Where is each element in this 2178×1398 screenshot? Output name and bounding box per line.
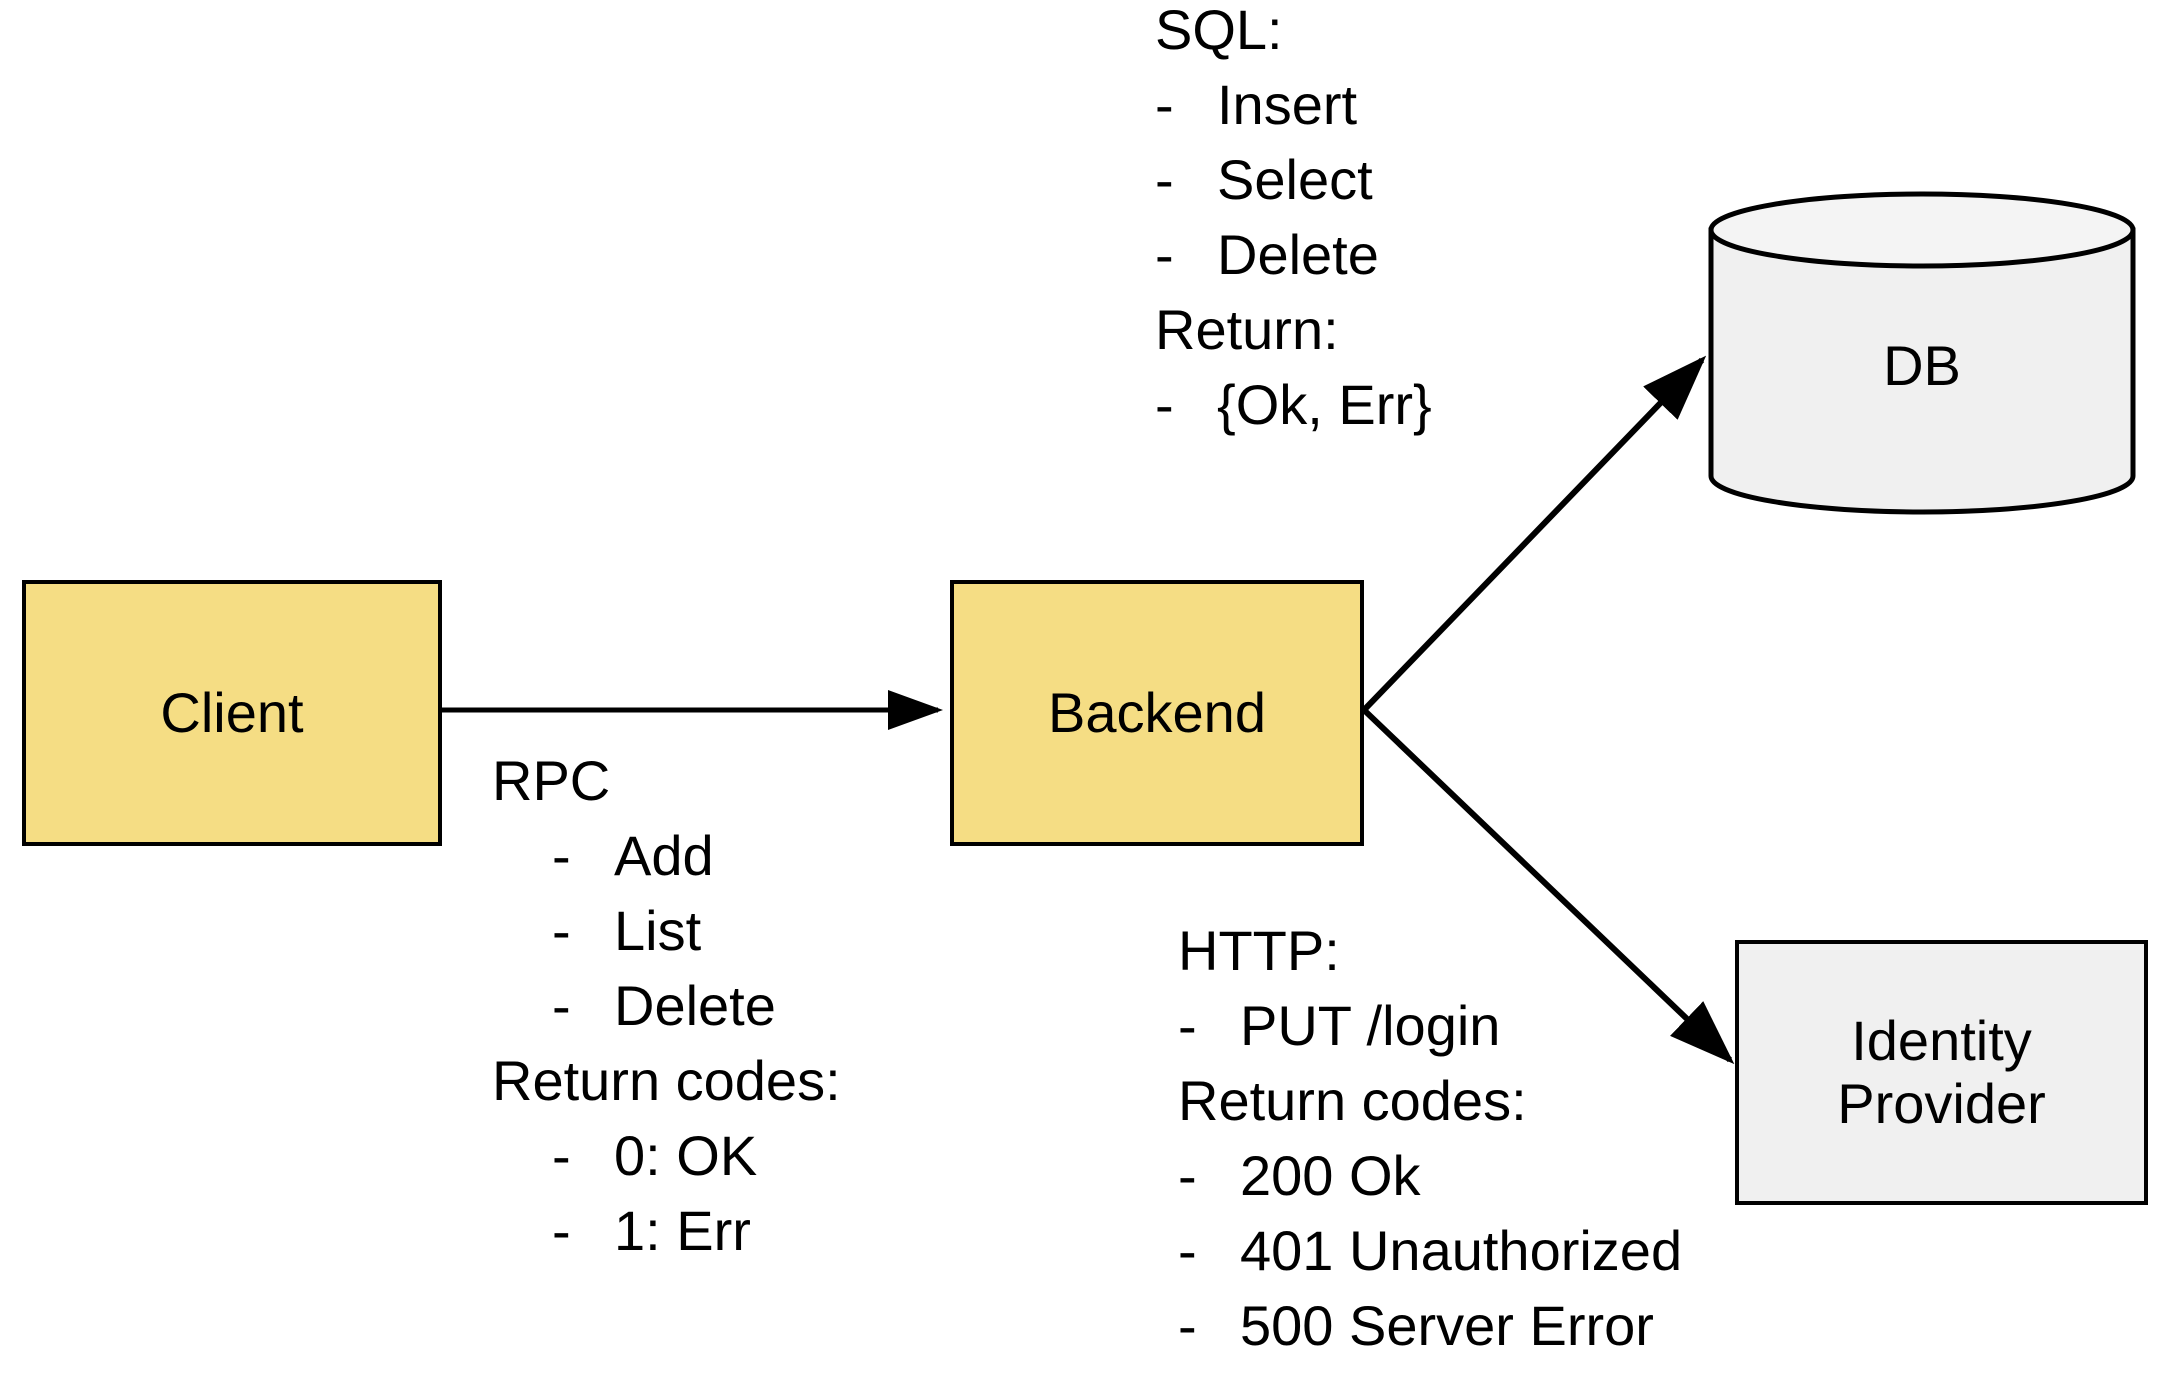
- bullet-dash: -: [1155, 373, 1174, 436]
- annotation-http-item: -PUT /login: [1178, 988, 1682, 1063]
- node-client-label: Client: [160, 680, 304, 744]
- node-idp-label-line2: Provider: [1837, 1071, 2046, 1135]
- node-db-label: DB: [1883, 333, 1961, 397]
- annotation-rpc-return-item: -0: OK: [492, 1118, 841, 1193]
- annotation-sql-item: -Insert: [1155, 67, 1432, 142]
- bullet-dash: -: [1155, 223, 1174, 286]
- node-backend-label: Backend: [1048, 680, 1266, 744]
- database-cylinder-icon: [1708, 191, 2136, 515]
- annotation-rpc-return-header: Return codes:: [492, 1049, 841, 1112]
- annotation-http-return-header: Return codes:: [1178, 1069, 1527, 1132]
- node-identity-provider-label: Identity Provider: [1837, 1008, 2046, 1135]
- annotation-rpc-return-item-text: 0: OK: [614, 1124, 758, 1187]
- annotation-rpc-item-text: Add: [614, 824, 714, 887]
- annotation-sql-header: SQL:: [1155, 0, 1283, 61]
- annotation-http-return-item: -200 Ok: [1178, 1138, 1682, 1213]
- annotation-http-return-item-text: 200 Ok: [1240, 1144, 1421, 1207]
- annotation-sql-item-text: Insert: [1217, 73, 1358, 136]
- bullet-dash: -: [1155, 148, 1174, 211]
- annotation-rpc-item-text: Delete: [614, 974, 776, 1037]
- node-client[interactable]: Client: [22, 580, 442, 846]
- annotation-rpc-item: -Add: [492, 818, 841, 893]
- node-backend[interactable]: Backend: [950, 580, 1364, 846]
- bullet-dash: -: [1178, 1219, 1197, 1282]
- bullet-dash: -: [1155, 73, 1174, 136]
- annotation-http: HTTP: -PUT /login Return codes: -200 Ok …: [1178, 913, 1682, 1363]
- bullet-dash: -: [552, 899, 571, 962]
- annotation-sql-item-text: Delete: [1217, 223, 1379, 286]
- node-identity-provider[interactable]: Identity Provider: [1735, 940, 2148, 1205]
- annotation-sql-item-text: Select: [1217, 148, 1373, 211]
- annotation-rpc-item: -List: [492, 893, 841, 968]
- bullet-dash: -: [552, 824, 571, 887]
- annotation-sql: SQL: -Insert -Select -Delete Return: -{O…: [1155, 0, 1432, 442]
- annotation-http-header: HTTP:: [1178, 919, 1340, 982]
- annotation-sql-return-item: -{Ok, Err}: [1155, 367, 1432, 442]
- annotation-http-return-item-text: 401 Unauthorized: [1240, 1219, 1683, 1282]
- annotation-sql-item: -Select: [1155, 142, 1432, 217]
- annotation-rpc-header: RPC: [492, 749, 611, 812]
- bullet-dash: -: [552, 1199, 571, 1262]
- annotation-http-return-item: -500 Server Error: [1178, 1288, 1682, 1363]
- annotation-http-return-item: -401 Unauthorized: [1178, 1213, 1682, 1288]
- annotation-sql-item: -Delete: [1155, 217, 1432, 292]
- node-db[interactable]: DB: [1707, 190, 2137, 516]
- annotation-rpc-item-text: List: [614, 899, 702, 962]
- annotation-rpc-return-item: -1: Err: [492, 1193, 841, 1268]
- bullet-dash: -: [552, 1124, 571, 1187]
- annotation-rpc-return-item-text: 1: Err: [614, 1199, 751, 1262]
- node-db-label-wrap: DB: [1707, 190, 2137, 516]
- bullet-dash: -: [1178, 1144, 1197, 1207]
- bullet-dash: -: [1178, 994, 1197, 1057]
- annotation-sql-return-item-text: {Ok, Err}: [1217, 373, 1432, 436]
- annotation-http-return-item-text: 500 Server Error: [1240, 1294, 1654, 1357]
- annotation-sql-return-header: Return:: [1155, 298, 1339, 361]
- bullet-dash: -: [552, 974, 571, 1037]
- annotation-rpc-item: -Delete: [492, 968, 841, 1043]
- bullet-dash: -: [1178, 1294, 1197, 1357]
- node-idp-label-line1: Identity: [1851, 1008, 2032, 1072]
- annotation-rpc: RPC -Add -List -Delete Return codes: -0:…: [492, 743, 841, 1268]
- annotation-http-item-text: PUT /login: [1240, 994, 1501, 1057]
